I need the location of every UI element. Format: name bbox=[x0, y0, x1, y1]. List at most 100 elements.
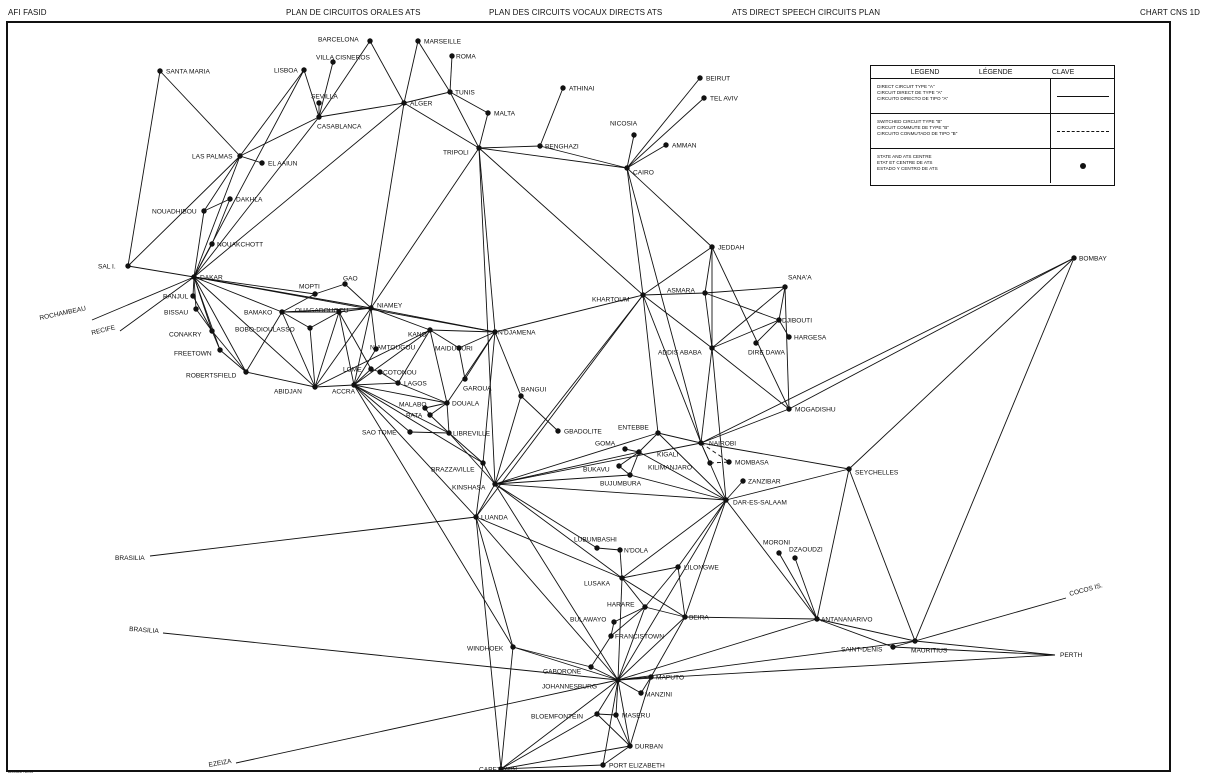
circuit-direct bbox=[711, 246, 790, 410]
ats-centre-label: MARSEILLE bbox=[424, 38, 462, 45]
circuit-external bbox=[914, 640, 1056, 656]
circuit-direct bbox=[615, 714, 631, 747]
ats-centre-label: GAO bbox=[343, 275, 358, 282]
ats-centre-label: BANGUI bbox=[521, 386, 546, 393]
circuit-direct bbox=[590, 666, 619, 681]
ats-centre-node bbox=[367, 38, 373, 44]
circuit-direct bbox=[449, 91, 480, 149]
ats-centre-label: FRANCISTOWN bbox=[615, 633, 664, 640]
circuit-direct bbox=[338, 307, 372, 313]
ats-centre-label: N'DJAMENA bbox=[498, 329, 536, 336]
circuit-direct bbox=[596, 713, 631, 747]
ats-centre-node bbox=[776, 550, 782, 556]
circuit-direct bbox=[309, 311, 340, 329]
ats-centre-node bbox=[600, 762, 606, 768]
ats-centre-node bbox=[336, 309, 342, 315]
ats-centre-label: MALTA bbox=[494, 110, 516, 117]
ats-centre-label: KIGALI bbox=[657, 451, 678, 458]
circuit-direct bbox=[281, 307, 372, 313]
circuit-direct bbox=[650, 616, 686, 678]
ats-centre-node bbox=[555, 428, 561, 434]
circuit-direct bbox=[711, 319, 780, 349]
circuit-direct bbox=[446, 331, 496, 404]
circuit-direct bbox=[478, 145, 541, 149]
circuit-direct bbox=[626, 167, 713, 248]
circuit-direct bbox=[448, 432, 484, 464]
circuit-direct bbox=[725, 468, 850, 501]
circuit-direct bbox=[338, 311, 355, 386]
circuit-direct bbox=[500, 745, 631, 770]
circuit-direct bbox=[619, 549, 623, 579]
circuit-direct bbox=[642, 294, 713, 349]
ats-centre-node bbox=[740, 478, 746, 484]
title-english: ATS DIRECT SPEECH CIRCUITS PLAN bbox=[732, 8, 881, 17]
circuit-direct bbox=[458, 347, 466, 380]
ats-centre-node bbox=[624, 165, 630, 171]
ats-centre-label: SANA'A bbox=[788, 274, 812, 281]
ats-centre-node bbox=[627, 472, 633, 478]
circuit-direct bbox=[475, 516, 514, 648]
circuit-direct bbox=[211, 330, 221, 351]
ats-centre-node bbox=[427, 327, 433, 333]
circuit-direct bbox=[494, 294, 644, 333]
ats-centre-label: ACCRA bbox=[332, 388, 356, 395]
ats-centre-label: KANO bbox=[408, 331, 427, 338]
circuit-direct bbox=[409, 431, 450, 434]
ats-centre-label: BUJUMBURA bbox=[600, 480, 642, 487]
ats-centre-node bbox=[588, 664, 594, 670]
circuit-direct bbox=[281, 293, 316, 313]
circuit-direct bbox=[370, 307, 377, 350]
external-endpoint-label: RECIFE bbox=[91, 324, 117, 337]
circuit-direct bbox=[494, 395, 522, 485]
ats-centre-label: DZAOUDZI bbox=[789, 546, 823, 553]
circuit-external bbox=[162, 632, 619, 681]
ats-centre-node bbox=[312, 384, 318, 390]
circuit-direct bbox=[711, 347, 790, 410]
circuit-direct bbox=[429, 402, 448, 416]
circuit-direct bbox=[379, 371, 399, 384]
circuit-direct bbox=[127, 265, 195, 278]
ats-centre-label: ABIDJAN bbox=[274, 388, 302, 395]
circuit-direct bbox=[621, 577, 646, 608]
ats-centre-label: NIAMEY bbox=[377, 302, 403, 309]
ats-centre-node bbox=[456, 345, 462, 351]
ats-centre-node bbox=[368, 366, 374, 372]
circuit-direct bbox=[478, 147, 644, 296]
circuit-direct bbox=[512, 646, 592, 668]
ats-centre-label: DAKHLA bbox=[236, 196, 263, 203]
ats-centre-node bbox=[427, 412, 433, 418]
ats-centre-node bbox=[209, 328, 215, 334]
circuit-direct bbox=[193, 155, 241, 278]
circuit-direct bbox=[353, 368, 372, 386]
circuit-direct bbox=[219, 349, 247, 373]
ats-centre-node bbox=[342, 281, 348, 287]
ats-centre-node bbox=[351, 382, 357, 388]
ats-centre-node bbox=[631, 132, 637, 138]
ats-centre-label: GBADOLITE bbox=[564, 428, 602, 435]
circuit-direct bbox=[211, 330, 247, 373]
ats-centre-node bbox=[157, 68, 163, 74]
ats-centre-node bbox=[307, 325, 313, 331]
circuit-direct bbox=[417, 40, 451, 93]
circuit-direct bbox=[192, 295, 213, 332]
circuit-direct bbox=[318, 102, 405, 118]
circuit-direct bbox=[617, 679, 642, 694]
ats-centre-node bbox=[698, 440, 704, 446]
circuit-direct bbox=[711, 286, 786, 349]
circuit-direct bbox=[403, 91, 451, 104]
external-endpoint-label: EZEIZA bbox=[208, 758, 233, 769]
legend-header: LEGEND LÉGENDE CLAVE bbox=[871, 66, 1114, 79]
ats-centre-node bbox=[492, 329, 498, 335]
external-endpoint-label: ROCHAMBEAU bbox=[39, 305, 87, 322]
ats-centre-node bbox=[395, 380, 401, 386]
circuit-direct bbox=[596, 547, 621, 551]
circuit-direct bbox=[478, 147, 628, 169]
circuit-direct bbox=[353, 307, 372, 386]
ats-centre-label: SAINT-DENIS bbox=[841, 646, 883, 653]
ats-centre-label: ALGER bbox=[410, 100, 433, 107]
ats-centre-node bbox=[701, 95, 707, 101]
ats-centre-label: LUSAKA bbox=[584, 580, 611, 587]
title-spanish: PLAN DE CIRCUITOS ORALES ATS bbox=[286, 8, 421, 17]
circuit-direct bbox=[478, 147, 496, 485]
circuit-direct bbox=[617, 640, 916, 681]
